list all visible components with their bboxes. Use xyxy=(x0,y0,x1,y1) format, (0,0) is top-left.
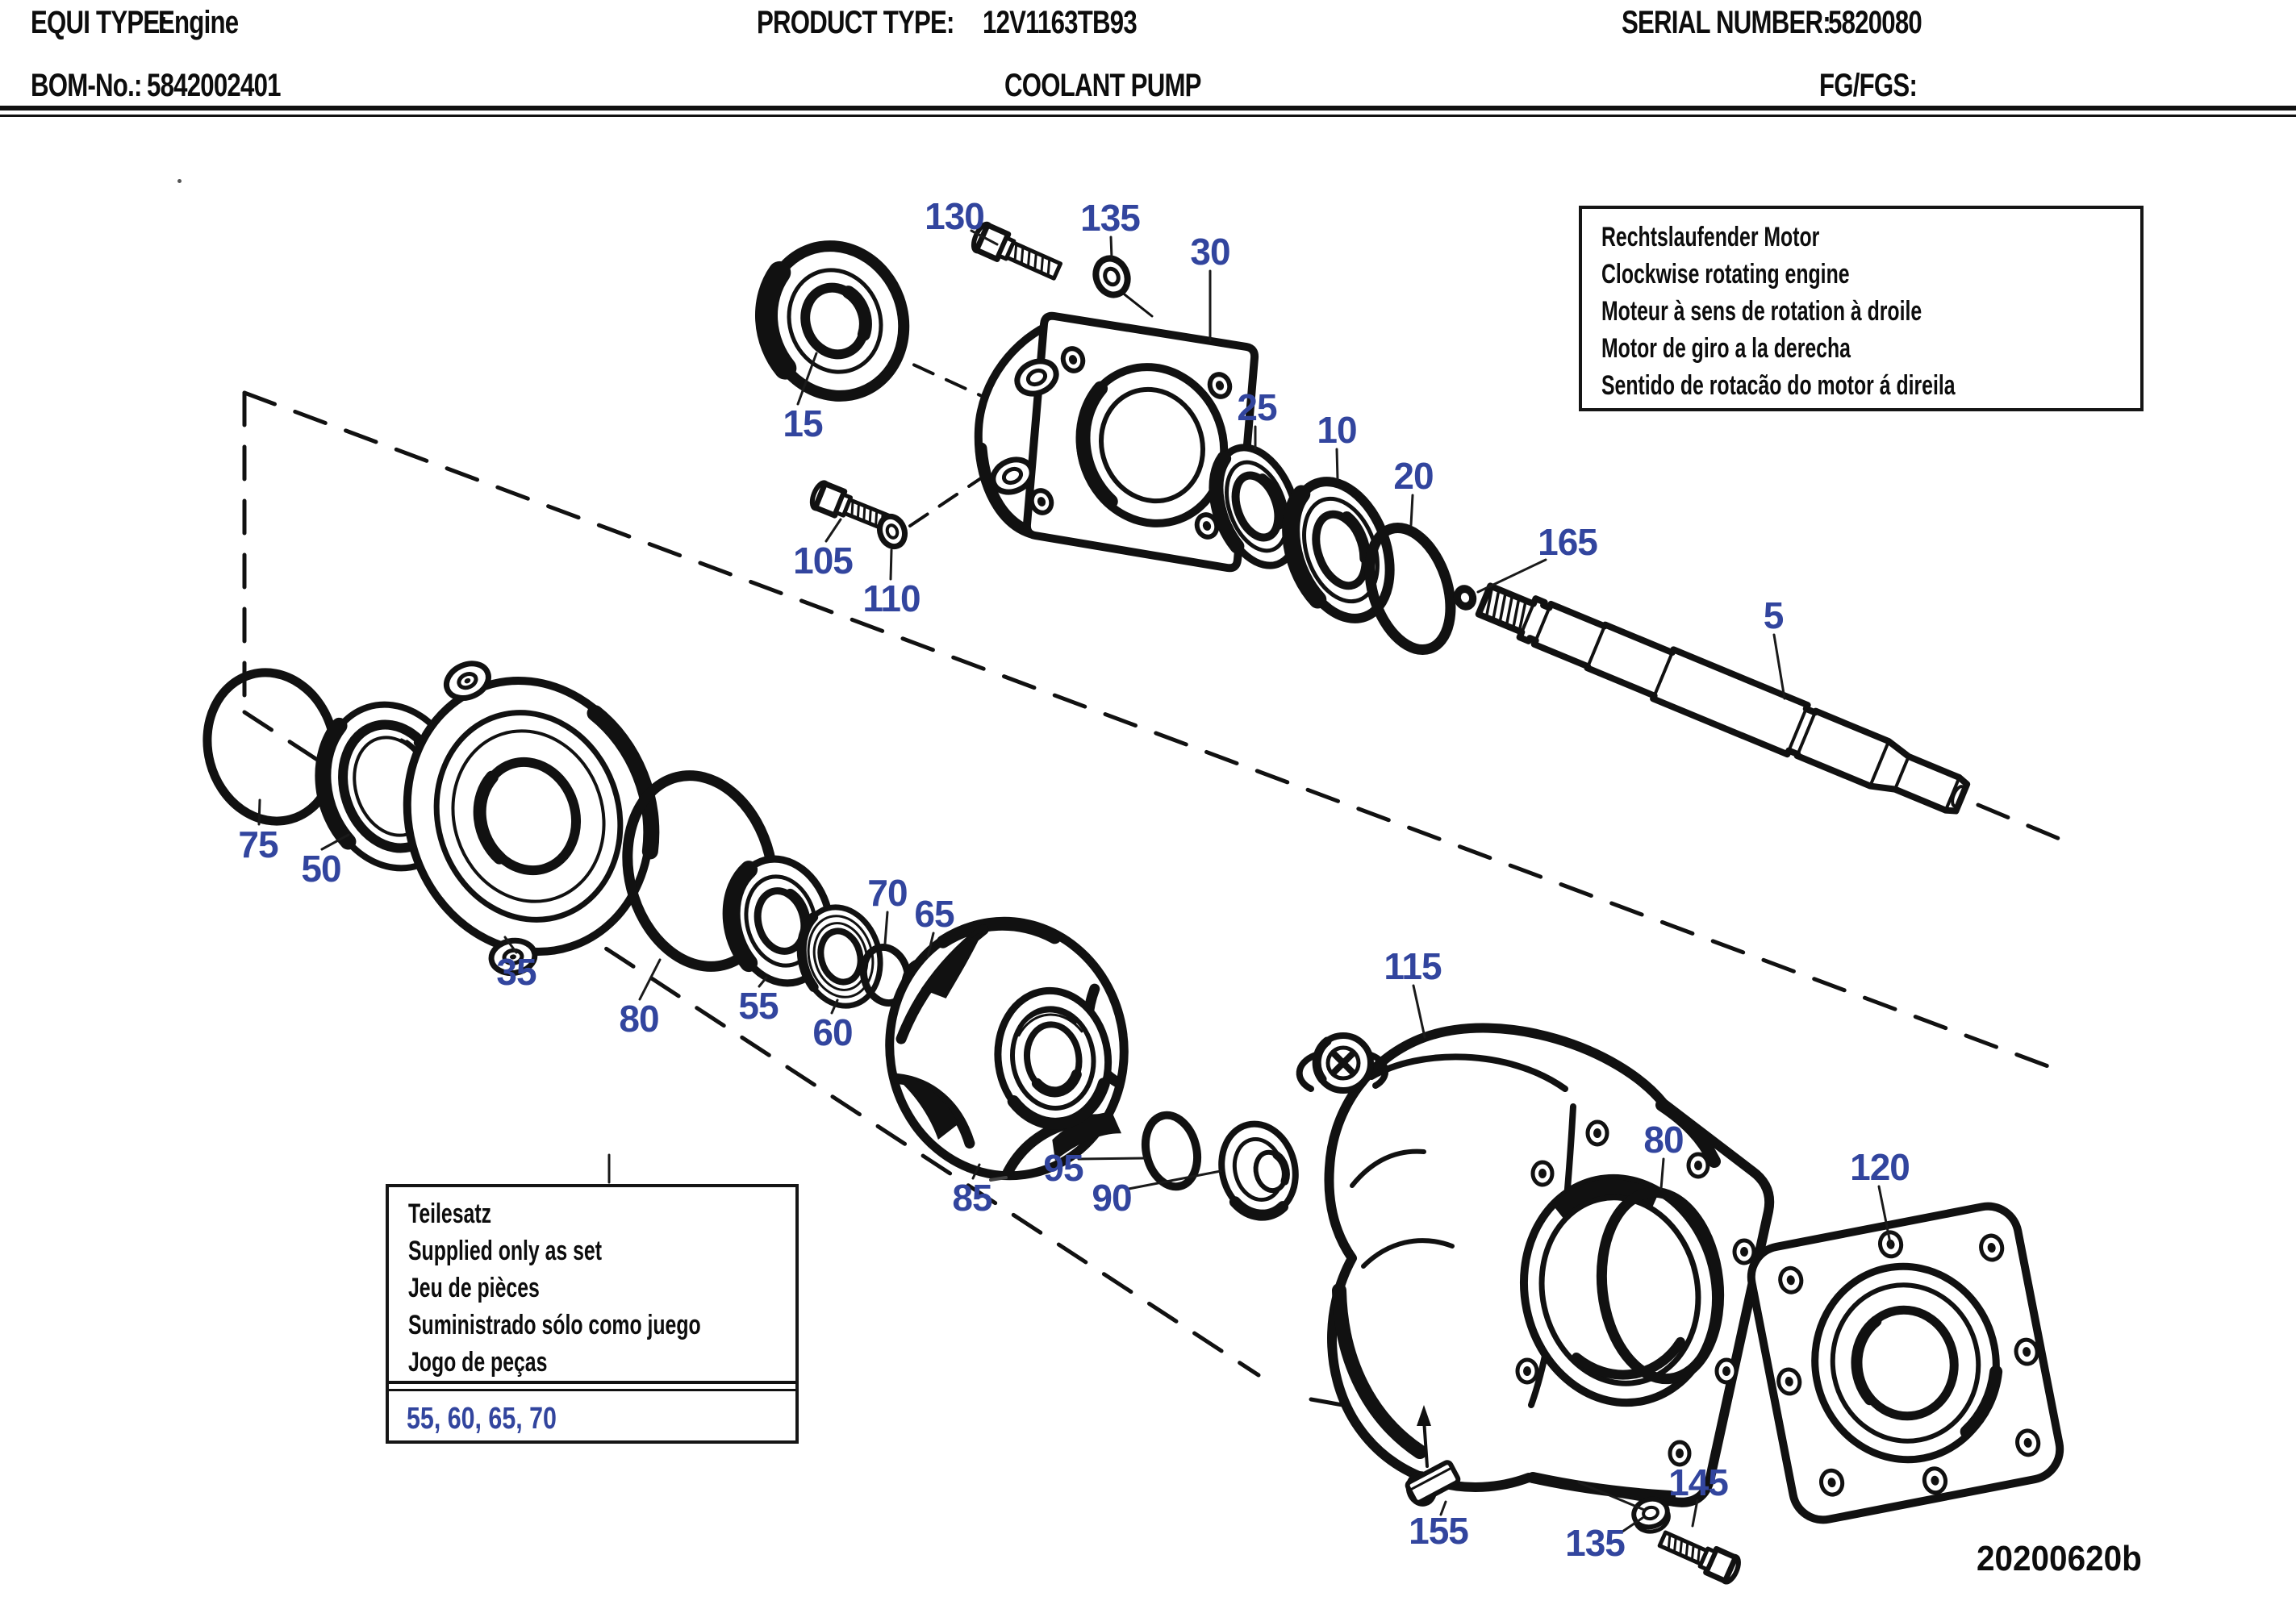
bom-no-value: 5842002401 xyxy=(147,68,282,103)
callout-85: 85 xyxy=(952,1177,992,1219)
equi-type-value: Engine xyxy=(158,5,239,40)
flange-120-drawing xyxy=(1747,1202,2064,1524)
bom-no-label: BOM-No.: xyxy=(31,68,142,103)
callout-55: 55 xyxy=(738,985,779,1027)
rotation-note-line-pt: Sentido de rotacão do motor á direila xyxy=(1601,370,1956,401)
set-note-line-de: Teilesatz xyxy=(408,1199,492,1229)
bearing-housing-30-drawing xyxy=(974,311,1259,573)
set-note-line-pt: Jogo de peças xyxy=(408,1347,548,1378)
set-note-divider-bottom xyxy=(389,1389,795,1391)
callout-145: 145 xyxy=(1668,1461,1729,1503)
callout-15: 15 xyxy=(783,402,823,444)
set-note-line-es: Suministrado sólo como juego xyxy=(408,1310,701,1340)
callout-115: 115 xyxy=(1384,945,1442,987)
shaft-5-drawing xyxy=(1475,582,1971,815)
set-note-line-en: Supplied only as set xyxy=(408,1236,602,1266)
seal-55-drawing xyxy=(722,855,834,987)
key-155-drawing xyxy=(1405,1405,1461,1505)
rotation-note-line-es: Motor de giro a la derecha xyxy=(1601,333,1851,364)
product-type-value: 12V1163TB93 xyxy=(983,5,1138,40)
callout-60: 60 xyxy=(812,1011,853,1053)
callout-130: 130 xyxy=(925,195,985,237)
o-ring-80-left-drawing xyxy=(622,770,779,972)
washer-135-top-drawing xyxy=(1092,255,1131,298)
set-note-box: Teilesatz Supplied only as set Jeu de pi… xyxy=(386,1184,799,1444)
drawing-code: 20200620b xyxy=(1977,1539,2142,1578)
plug-165-drawing xyxy=(1453,585,1477,611)
callout-135: 135 xyxy=(1080,197,1141,239)
callout-65: 65 xyxy=(914,893,954,935)
callout-135: 135 xyxy=(1565,1522,1626,1564)
leader-lines xyxy=(257,229,1893,1533)
callout-155: 155 xyxy=(1409,1510,1469,1552)
callout-5: 5 xyxy=(1763,594,1785,636)
callout-10: 10 xyxy=(1317,409,1357,451)
rotation-note-line-en: Clockwise rotating engine xyxy=(1601,259,1850,290)
set-note-line-fr: Jeu de pièces xyxy=(408,1273,540,1303)
callout-25: 25 xyxy=(1237,386,1277,428)
callout-95: 95 xyxy=(1043,1147,1083,1189)
callout-70: 70 xyxy=(867,872,908,914)
ball-bearing-15-drawing xyxy=(755,240,910,402)
ball-bearing-10-drawing xyxy=(1282,477,1395,623)
bolt-105-drawing xyxy=(809,480,895,533)
bolt-145-drawing xyxy=(1657,1530,1741,1585)
callout-75: 75 xyxy=(238,823,278,865)
set-note-divider-top xyxy=(389,1381,795,1384)
plug-90-drawing xyxy=(1218,1120,1299,1221)
callout-105: 105 xyxy=(793,540,854,582)
nut-135-bottom-drawing xyxy=(1631,1496,1671,1534)
impeller-85-drawing xyxy=(885,916,1129,1181)
header-rule-thick xyxy=(0,106,2296,110)
fg-fgs-label: FG/FGS: xyxy=(1819,68,1918,103)
callout-80: 80 xyxy=(619,998,659,1040)
callout-165: 165 xyxy=(1538,521,1598,563)
callout-110: 110 xyxy=(862,577,920,619)
washer-110-drawing xyxy=(876,513,908,550)
serial-number-label: SERIAL NUMBER: xyxy=(1622,5,1831,40)
ring-60-drawing xyxy=(796,904,883,1009)
header-rule-thin xyxy=(0,115,2296,117)
callout-50: 50 xyxy=(301,848,341,890)
stray-dot xyxy=(177,179,182,183)
rotation-note-line-de: Rechtslaufender Motor xyxy=(1601,222,1820,252)
flange-bolt-holes xyxy=(1515,1119,1756,1467)
o-ring-80-right-drawing xyxy=(1596,1186,1725,1385)
serial-number-value: 5820080 xyxy=(1828,5,1922,40)
equi-type-label: EQUI TYPE: xyxy=(31,5,168,40)
product-name: COOLANT PUMP xyxy=(1004,68,1201,103)
callout-120: 120 xyxy=(1850,1146,1910,1188)
callout-90: 90 xyxy=(1092,1177,1132,1219)
rotation-note-line-fr: Moteur à sens de rotation à droile xyxy=(1601,296,1922,327)
callout-30: 30 xyxy=(1190,231,1230,273)
pump-housing-115-drawing xyxy=(1296,1023,1775,1507)
rotation-note-box: Rechtslaufender Motor Clockwise rotating… xyxy=(1579,206,2144,411)
set-note-items: 55, 60, 65, 70 xyxy=(407,1402,557,1436)
housing-35-drawing xyxy=(403,661,660,977)
callout-80: 80 xyxy=(1643,1119,1684,1161)
o-ring-20-drawing xyxy=(1364,522,1456,656)
o-ring-95-drawing xyxy=(1142,1111,1201,1191)
callout-20: 20 xyxy=(1393,455,1434,497)
callout-35: 35 xyxy=(496,951,536,993)
product-type-label: PRODUCT TYPE: xyxy=(757,5,954,40)
